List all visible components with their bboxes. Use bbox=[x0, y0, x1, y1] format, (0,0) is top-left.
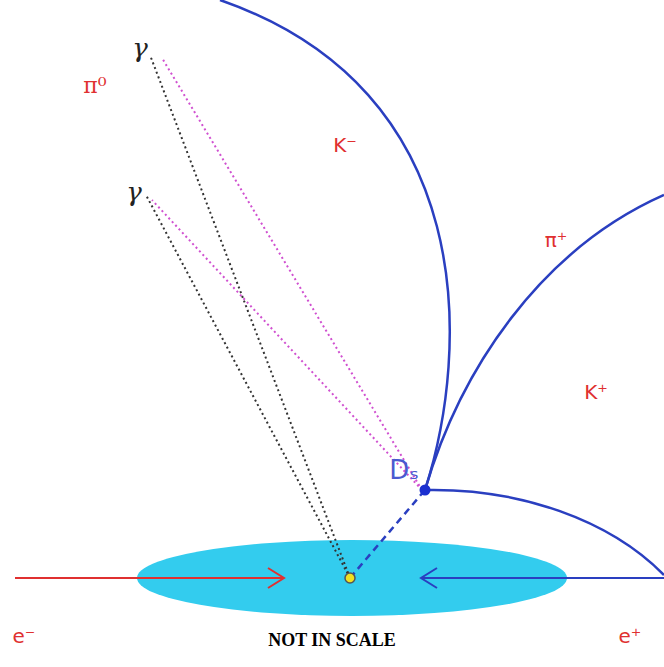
photon-line bbox=[150, 55, 350, 578]
particle-label: K⁺ bbox=[584, 382, 608, 402]
particle-label: γ bbox=[132, 35, 148, 61]
particle-label: π⁺ bbox=[545, 230, 568, 250]
photon-line bbox=[146, 195, 350, 578]
scale-note: NOT IN SCALE bbox=[268, 631, 396, 649]
ds-flight-path bbox=[350, 490, 425, 578]
positron-arrow bbox=[421, 568, 437, 588]
particle-label: γ bbox=[126, 179, 142, 205]
photon-line-shifted bbox=[162, 58, 422, 490]
pion-plus-track bbox=[425, 195, 664, 490]
positron-beam bbox=[421, 577, 664, 579]
particle-label: π⁰ bbox=[83, 75, 106, 97]
beam-label: e⁻ bbox=[13, 626, 36, 646]
beam-label: e⁺ bbox=[619, 626, 642, 646]
electron-beam bbox=[15, 577, 284, 579]
particle-label: K⁻ bbox=[333, 135, 357, 155]
electron-arrow bbox=[268, 568, 284, 588]
photon-line-shifted bbox=[152, 200, 422, 490]
primary-vertex bbox=[345, 573, 355, 583]
particle-label: Dₛ bbox=[389, 457, 419, 483]
kaon-plus-track bbox=[425, 490, 664, 575]
kaon-minus-track bbox=[220, 0, 450, 490]
decay-vertex bbox=[420, 485, 431, 496]
